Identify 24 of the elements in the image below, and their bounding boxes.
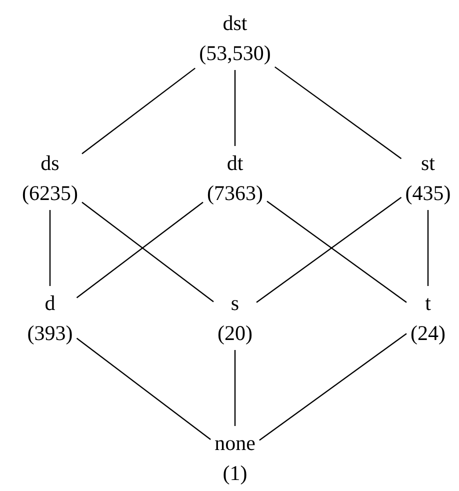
connector-line [82,68,196,154]
node-name: d [44,290,56,317]
node-name: t [425,290,431,317]
node-name: dt [226,150,244,177]
node-count: (20) [218,320,252,347]
node-count: (435) [405,180,451,207]
connector-line [234,70,236,146]
connector-line [76,338,211,440]
connector-line [234,350,236,426]
node-name: st [420,150,435,177]
node-count: (393) [27,320,73,347]
connector-line [259,333,407,441]
node-count: (1) [222,460,248,487]
node-name: ds [40,150,60,177]
connector-line [49,210,51,286]
node-name: none [214,430,256,457]
node-name: dst [222,10,248,37]
connector-line [427,210,429,286]
connector-line [274,66,402,160]
node-count: (6235) [22,180,78,207]
node-count: (7363) [207,180,263,207]
node-count: (24) [410,320,446,347]
node-name: s [230,290,240,317]
node-count: (53,530) [199,40,271,67]
